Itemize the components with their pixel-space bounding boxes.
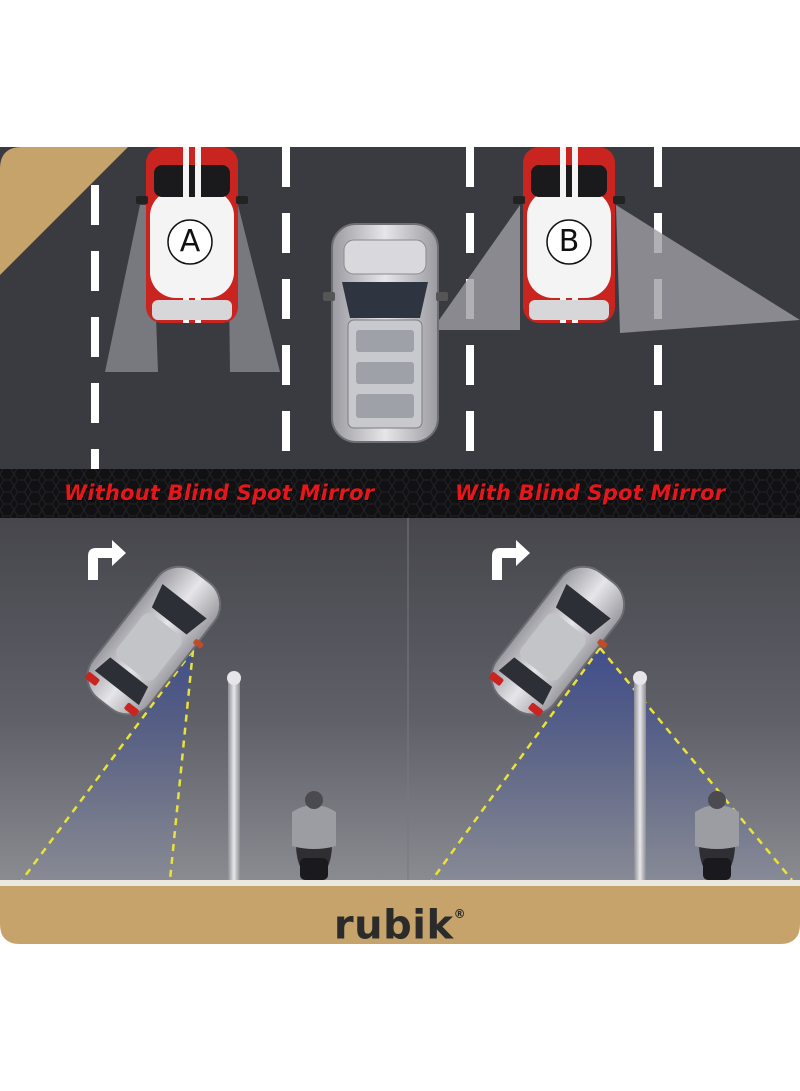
turn-right-arrow-icon (492, 540, 530, 580)
turning-car-right (489, 565, 626, 717)
car-a-label: A (179, 224, 201, 259)
motorcyclist-right (695, 791, 739, 880)
footer-band (0, 886, 800, 944)
turn-right-arrow-icon (88, 540, 126, 580)
with-mirror-label: With Blind Spot Mirror (455, 481, 726, 505)
registered-mark: ® (453, 907, 467, 921)
car-b-label: B (558, 224, 580, 259)
car-b-badge (546, 219, 592, 265)
right-view-edge (430, 647, 602, 881)
car-a-left-view-cone (105, 205, 158, 372)
lamp-pole-left (227, 671, 241, 882)
car-b (513, 147, 625, 323)
right-view-edge (599, 647, 793, 881)
motorcyclist-left (292, 791, 336, 880)
banner-strip (0, 469, 800, 518)
car-a-badge (167, 219, 213, 265)
without-mirror-label: Without Blind Spot Mirror (64, 481, 375, 505)
brand-name: rubik (333, 902, 454, 949)
gold-corner (0, 147, 128, 275)
top-road-panel (0, 147, 800, 469)
lamp-pole-right (633, 671, 647, 882)
car-b-right-view-cone (616, 205, 800, 333)
car-a (136, 147, 248, 323)
brand-logo: rubik® (0, 895, 800, 949)
footer-edge (0, 880, 800, 886)
center-car (323, 223, 448, 443)
car-a-right-view-cone (228, 205, 280, 372)
left-view-edge (20, 649, 195, 881)
turning-car-left (85, 565, 222, 717)
car-b-left-view-cone (432, 205, 520, 330)
bottom-panel (0, 518, 800, 883)
